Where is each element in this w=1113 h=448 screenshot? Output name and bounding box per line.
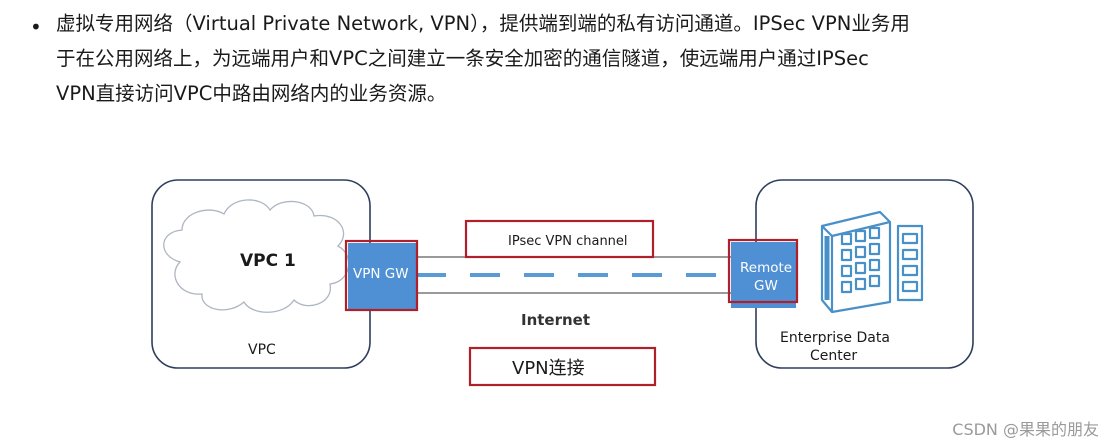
cloud-shape [163, 199, 350, 313]
vpn-gw-label: VPN GW [353, 266, 409, 282]
bullet-marker: • [30, 15, 42, 39]
remote-gw-label-line2: GW [754, 278, 778, 294]
intro-paragraph: 虚拟专用网络（Virtual Private Network, VPN），提供端… [56, 6, 1108, 111]
vpc-cloud-label: VPC 1 [240, 251, 296, 271]
remote-gw-block [731, 242, 796, 308]
vpn-gw-block [348, 243, 416, 309]
datacenter-server-icon [820, 210, 924, 314]
remote-gw-label-line1: Remote [740, 260, 792, 276]
vpc-box-label: VPC [248, 342, 276, 358]
paragraph-line-2: 于在公用网络上，为远端用户和VPC之间建立一条安全加密的通信隧道，使远端用户通过… [56, 47, 869, 70]
remote-gw-highlight [727, 238, 799, 304]
channel-label-box [464, 219, 655, 259]
paragraph-line-3: VPN直接访问VPC中路由网络内的业务资源。 [56, 82, 447, 105]
vpn-gw-highlight [344, 239, 419, 312]
datacenter-label-line2: Center [810, 348, 857, 364]
paragraph-line-1: 虚拟专用网络（Virtual Private Network, VPN），提供端… [56, 12, 910, 35]
internet-label: Internet [521, 311, 590, 329]
vpn-connection-label: VPN连接 [512, 358, 585, 379]
channel-label: IPsec VPN channel [508, 234, 628, 249]
csdn-watermark: CSDN @果果的朋友 [952, 420, 1099, 439]
vpn-connection-box [468, 346, 657, 387]
datacenter-label-line1: Enterprise Data [780, 330, 890, 346]
